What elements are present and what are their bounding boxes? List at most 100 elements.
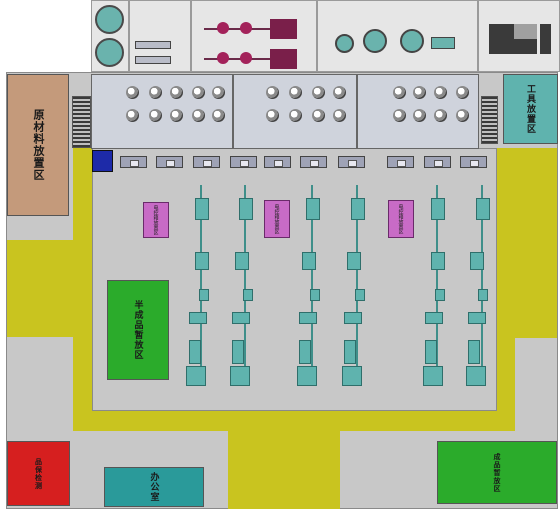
line-station — [478, 289, 488, 301]
pump-icon — [363, 29, 387, 53]
pump-icon — [266, 109, 279, 122]
pump-icon — [400, 29, 424, 53]
production-line — [311, 185, 313, 380]
control-panel-area: 电控箱放置区 — [143, 202, 169, 238]
stairs-right — [481, 96, 498, 144]
pump-icon — [192, 109, 205, 122]
round-tank-icon — [95, 5, 124, 34]
pump-icon — [413, 86, 426, 99]
pump-icon — [149, 86, 162, 99]
aisle-right — [515, 148, 557, 338]
finished-goods-zone: 成品暂放区 — [437, 441, 557, 504]
pump-icon — [126, 86, 139, 99]
line-station — [425, 340, 437, 364]
line-station — [199, 289, 209, 301]
aisle-bottom-center — [228, 431, 340, 509]
machine-unit — [264, 156, 291, 168]
line-station — [189, 340, 201, 364]
machine-unit — [193, 156, 220, 168]
pump-icon — [431, 37, 455, 49]
machine-unit — [300, 156, 327, 168]
pump-icon — [289, 109, 302, 122]
machine-unit — [387, 156, 414, 168]
blue-marker — [92, 150, 113, 172]
line-station — [468, 312, 486, 324]
tool-storage-zone: 工具放置区 — [503, 74, 558, 144]
tank-box-icon — [270, 49, 297, 69]
pump-icon — [212, 86, 225, 99]
pump-icon — [126, 109, 139, 122]
pump-icon — [266, 86, 279, 99]
valve-section — [191, 0, 317, 72]
pump-section — [317, 0, 478, 72]
line-station — [351, 198, 365, 220]
pump-icon — [413, 109, 426, 122]
line-station — [235, 252, 249, 270]
line-station — [435, 289, 445, 301]
line-station — [310, 289, 320, 301]
line-station — [297, 366, 317, 386]
aisle-right-inner — [497, 148, 515, 431]
valve-icon — [217, 22, 229, 34]
line-station — [347, 252, 361, 270]
semi-finished-zone: 半成品暂放区 — [107, 280, 169, 380]
line-station — [299, 312, 317, 324]
aisle-left-inner — [73, 148, 92, 431]
pump-icon — [393, 109, 406, 122]
machine-unit — [156, 156, 183, 168]
line-station — [342, 366, 362, 386]
machine-unit — [460, 156, 487, 168]
line-station — [344, 340, 356, 364]
pipe-line — [204, 58, 274, 60]
line-station — [476, 198, 490, 220]
pump-icon — [170, 86, 183, 99]
cylinder-section — [129, 0, 191, 72]
pump-icon — [192, 86, 205, 99]
line-station — [186, 366, 206, 386]
valve-icon — [217, 52, 229, 64]
line-station — [299, 340, 311, 364]
office-room: 办公室 — [104, 467, 204, 507]
round-tank-icon — [95, 38, 124, 67]
pump-icon — [289, 86, 302, 99]
cylinder-icon — [135, 56, 171, 64]
line-station — [232, 312, 250, 324]
control-panel-area: 电控箱放置区 — [264, 200, 290, 238]
valve-icon — [240, 22, 252, 34]
pump-icon — [456, 109, 469, 122]
line-station — [466, 366, 486, 386]
pump-rack — [91, 74, 233, 149]
line-station — [302, 252, 316, 270]
pump-icon — [434, 109, 447, 122]
line-station — [232, 340, 244, 364]
valve-icon — [240, 52, 252, 64]
line-station — [239, 198, 253, 220]
pump-icon — [393, 86, 406, 99]
production-line — [481, 185, 483, 380]
control-cabinet-icon — [540, 24, 551, 54]
control-cabinet-icon — [514, 24, 537, 39]
cylinder-icon — [135, 41, 171, 49]
line-station — [189, 312, 207, 324]
pump-icon — [335, 34, 354, 53]
pump-icon — [170, 109, 183, 122]
production-line — [436, 185, 438, 380]
line-station — [425, 312, 443, 324]
aisle-left — [7, 240, 73, 337]
line-station — [243, 289, 253, 301]
pump-icon — [333, 86, 346, 99]
tank-section — [91, 0, 129, 72]
line-station — [195, 252, 209, 270]
pipe-line — [204, 28, 274, 30]
control-panel-area: 电控箱放置区 — [388, 200, 414, 238]
line-station — [431, 252, 445, 270]
pump-icon — [149, 109, 162, 122]
line-station — [230, 366, 250, 386]
tank-box-icon — [270, 19, 297, 39]
pump-icon — [333, 109, 346, 122]
pump-icon — [456, 86, 469, 99]
line-station — [468, 340, 480, 364]
pump-icon — [312, 86, 325, 99]
stairs-left — [72, 96, 91, 148]
raw-material-zone: 原材料放置区 — [7, 74, 69, 216]
